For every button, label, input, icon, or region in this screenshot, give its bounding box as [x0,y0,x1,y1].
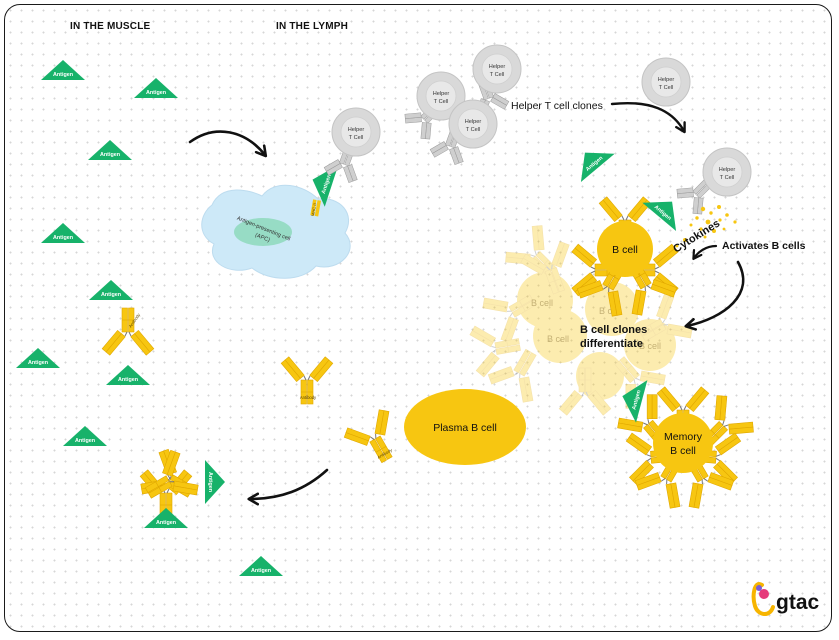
antigen-group-muscle: Antigen Antigen Antigen Antigen Antigen … [16,60,283,576]
svg-text:Antigen: Antigen [251,568,271,574]
svg-text:T Cell: T Cell [466,127,481,133]
svg-text:Antigen: Antigen [118,377,138,383]
memory-b-cell-label: Memory [664,431,703,443]
free-antibody: Antibody [340,405,410,474]
mhc-receptor: MHC II [310,199,321,217]
b-cell-clone-label: B cell [547,334,569,344]
svg-text:Antigen: Antigen [207,472,213,492]
svg-text:Helper: Helper [433,91,450,97]
antigen: Antigen [616,374,648,423]
logo-mark-icon [751,582,775,616]
antibody [101,307,155,356]
antigen: Antigen [144,508,188,528]
arrow-to-neutralization [247,468,329,506]
helper-t-cell-clones: Helper T Cell Helper T Cell Helper T Cel… [400,44,691,168]
antigen: Antigen [239,556,283,576]
svg-text:Antigen: Antigen [156,520,176,526]
arrow-to-lymph [188,130,268,158]
svg-text:Antigen: Antigen [53,235,73,241]
svg-text:Antigen: Antigen [101,292,121,298]
memory-b-cell: Memory B cell Antigen [612,374,759,513]
antigen: Antigen [16,348,60,368]
plasma-b-cell: Plasma B cell [404,389,526,465]
svg-text:T Cell: T Cell [434,99,449,105]
helper-t-cell-activating: Helper T Cell [672,147,752,219]
svg-text:T Cell: T Cell [720,175,735,181]
presented-antigen: Antigen [305,158,339,207]
b-cell-clone-label: B cell [531,298,553,308]
differentiate-label: differentiate [580,338,643,350]
svg-text:Antigen: Antigen [631,390,642,411]
svg-text:Antigen: Antigen [28,360,48,366]
svg-text:Helper: Helper [658,77,675,83]
neutralized-antigen-complex: Antigen Antigen [134,445,225,528]
antigen: Antigen [63,426,107,446]
svg-text:MHC II: MHC II [310,203,317,217]
svg-text:T Cell: T Cell [490,72,505,78]
plasma-b-cell-label: Plasma B cell [433,422,497,434]
header-in-the-muscle: IN THE MUSCLE [70,21,151,32]
helper-t-cell-clones-label: Helper T cell clones [511,100,603,112]
logo-text: gtac [776,591,820,614]
svg-text:Antigen: Antigen [53,72,73,78]
antigen-presenting-cell: Antigen-presenting cell (APC) MHC II Ant… [201,158,351,279]
b-cell-clone-label: B cell [639,341,661,351]
svg-text:Antigen: Antigen [75,438,95,444]
svg-text:Helper: Helper [465,119,482,125]
free-antibody: Antibody [280,356,334,405]
memory-b-cell-label-line2: B cell [670,445,696,457]
cytokine-dots [675,205,737,248]
antibody-antigen-complex: Antigen Antibody [101,307,155,385]
svg-text:Antigen: Antigen [321,174,333,195]
antigen: Antigen [41,60,85,80]
antigen: Antigen [205,460,225,504]
antigen: Antigen [106,365,150,385]
arrow-to-b-cell [610,102,686,134]
antigen: Antigen [41,223,85,243]
b-cell-clones-label: B cell clones [580,324,647,336]
svg-text:Helper: Helper [719,167,736,173]
antigen: Antigen [134,78,178,98]
svg-text:T Cell: T Cell [659,85,674,91]
gtac-logo: gtac [751,582,820,616]
apc-label-abbrev: (APC) [254,232,270,243]
b-cell-clone-label: B cell [599,306,621,316]
header-in-the-lymph: IN THE LYMPH [276,21,348,32]
svg-text:Helper: Helper [348,127,365,133]
antigen: Antigen [568,138,615,183]
b-cell-label: B cell [612,244,638,256]
helper-t-cell-apc: Helper T Cell [321,107,381,186]
svg-text:T Cell: T Cell [349,135,364,141]
b-cell-clones-cloud [468,220,697,416]
svg-text:Antibody: Antibody [300,395,317,400]
svg-text:Antigen: Antigen [146,90,166,96]
arrow-activates [692,244,718,261]
svg-text:Helper: Helper [489,64,506,70]
svg-text:Antigen: Antigen [100,152,120,158]
arrow-to-b-cell-clones [684,260,745,331]
antigen: Antigen [89,280,133,300]
activates-b-cells-label: Activates B cells [722,240,806,252]
antigen: Antigen [88,140,132,160]
cytokines-label: Cytokines [671,218,722,256]
